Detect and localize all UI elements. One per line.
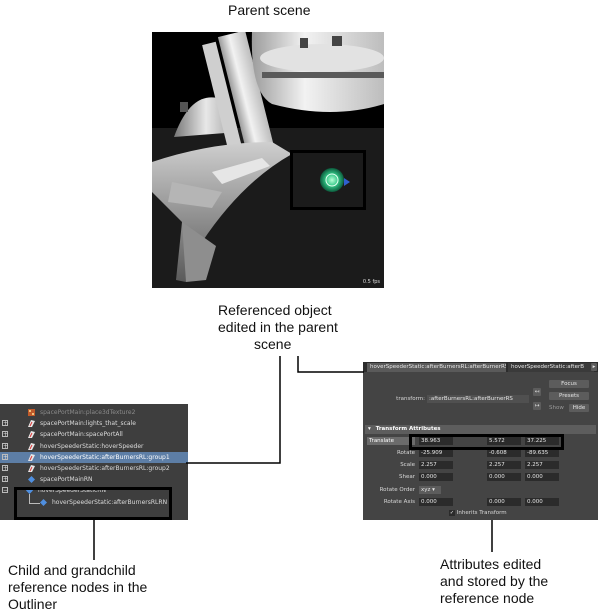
rotate-order-select[interactable]: xyz ▾ [419, 486, 441, 494]
caption-line: reference nodes in the [8, 579, 148, 595]
attr-value-field[interactable]: 37.225 [525, 437, 559, 445]
texture-icon [28, 409, 35, 416]
transform-label: transform: [396, 396, 425, 402]
caption-line: Referenced object [218, 302, 332, 318]
transform-icon [28, 465, 35, 472]
attr-value-field[interactable]: 38.963 [419, 437, 453, 445]
reference-node-icon [28, 476, 35, 484]
attr-row-label: Rotate [396, 450, 415, 456]
inherits-transform-checkbox[interactable]: ✓ Inherits Transform [449, 509, 507, 517]
section-title: Transform Attributes [375, 426, 441, 432]
rotate-axis-z-field[interactable]: 0.000 [525, 498, 559, 506]
inherits-transform-label: Inherits Transform [456, 510, 507, 516]
caption-parent-scene: Parent scene [228, 2, 311, 18]
transform-icon [28, 442, 35, 450]
outliner-row-label: spacePortMain:lights_that_scale [40, 420, 136, 428]
outliner-row-label: spacePortMainRN [40, 476, 93, 484]
outliner-row[interactable]: + spacePortMainRN [0, 474, 188, 485]
scene-viewport[interactable]: 0.5 fps [152, 32, 384, 288]
caption-line: Attributes edited [440, 556, 542, 572]
attribute-tab-bar: hoverSpeederStatic:afterBurnersRL:afterB… [363, 362, 598, 372]
outliner-row[interactable]: spacePortMain:place3dTexture2 [0, 407, 188, 418]
attribute-editor: hoverSpeederStatic:afterBurnersRL:afterB… [363, 362, 598, 520]
caption-line: Child and grandchild [8, 562, 136, 578]
outliner-row-label: spacePortMain:place3dTexture2 [40, 409, 136, 416]
attr-value-field[interactable]: 2.257 [525, 461, 559, 469]
attr-row-label: Shear [399, 474, 415, 480]
hide-button[interactable]: Hide [569, 404, 589, 412]
caption-attributes-edited: Attributes edited and stored by the refe… [440, 556, 548, 607]
outliner-panel: spacePortMain:place3dTexture2 + spacePortM… [0, 404, 188, 520]
go-to-output-icon[interactable]: ↦ [533, 402, 541, 410]
edited-object-highlight [290, 150, 366, 210]
caption-line: Outliner [8, 596, 58, 612]
reference-node-icon [40, 498, 47, 506]
tab-scroll-arrow[interactable]: ▸ [591, 363, 597, 371]
attr-value-field[interactable]: 2.257 [487, 461, 521, 469]
outliner-row-label: hoverSpeederStaticRN [38, 487, 106, 495]
focus-button[interactable]: Focus [549, 380, 589, 388]
hierarchy-connector [29, 494, 40, 505]
attr-value-field[interactable]: 5.572 [487, 437, 521, 445]
expand-toggle-icon[interactable]: − [2, 487, 9, 495]
presets-button[interactable]: Presets [549, 392, 589, 400]
caption-line: edited in the parent [218, 319, 338, 335]
collapse-arrow-icon: ▾ [368, 426, 371, 432]
expand-toggle-icon[interactable]: + [2, 431, 9, 439]
outliner-row[interactable]: hoverSpeederStatic:afterBurnersRLRN [0, 497, 188, 508]
caption-line: scene [254, 336, 292, 352]
show-label[interactable]: Show [549, 405, 564, 411]
checkbox-check-icon: ✓ [449, 510, 455, 516]
outliner-row[interactable]: + hoverSpeederStatic:hoverSpeeder [0, 441, 188, 452]
attr-value-field[interactable]: -25.909 [419, 449, 453, 457]
caption-referenced-object: Referenced object edited in the parent s… [218, 302, 338, 353]
translate-row-highlight [409, 434, 564, 450]
attr-row-label[interactable]: Translate [367, 437, 415, 445]
outliner-row[interactable]: + hoverSpeederStatic:afterBurnersRL:group… [0, 463, 188, 474]
transform-name-field[interactable]: :afterBurnersRL:afterBurnerRS [427, 395, 529, 403]
outliner-row-label: spacePortMain:spacePortAll [40, 431, 123, 439]
outliner-row-label: hoverSpeederStatic:afterBurnersRLRN [52, 498, 168, 506]
rotate-axis-y-field[interactable]: 0.000 [487, 498, 521, 506]
transform-icon [28, 420, 35, 428]
attr-value-field[interactable]: -0.608 [487, 449, 521, 457]
scene-render [152, 32, 384, 288]
attr-row-label: Scale [400, 462, 415, 468]
expand-toggle-icon[interactable]: + [2, 465, 9, 472]
expand-toggle-icon[interactable]: + [2, 420, 9, 428]
tab-hover-speeder[interactable]: hoverSpeederStatic:afterB [508, 363, 594, 372]
expand-toggle-icon[interactable]: + [2, 442, 9, 450]
transform-attributes-section[interactable]: ▾ Transform Attributes [365, 425, 596, 434]
outliner-row[interactable]: + spacePortMain:lights_that_scale [0, 418, 188, 429]
outliner-row-label: hoverSpeederStatic:afterBurnersRL:group1 [40, 453, 170, 461]
rotate-order-label: Rotate Order [379, 487, 415, 493]
attr-value-field[interactable]: 0.000 [419, 473, 453, 481]
fps-readout: 0.5 fps [362, 279, 380, 285]
outliner-row[interactable]: + spacePortMain:spacePortAll [0, 429, 188, 440]
expand-toggle-icon[interactable]: + [2, 453, 9, 461]
caption-line: and stored by the [440, 573, 549, 589]
chevron-down-icon: ▾ [432, 487, 435, 493]
transform-icon [28, 431, 35, 439]
reference-nodes-highlight [14, 487, 172, 520]
outliner-row[interactable]: + hoverSpeederStatic:afterBurnersRL:group… [0, 451, 188, 463]
caption-child-nodes: Child and grandchild reference nodes in … [8, 562, 147, 613]
rotate-order-value: xyz [421, 487, 431, 493]
rotate-axis-x-field[interactable]: 0.000 [419, 498, 453, 506]
attr-value-field[interactable]: 2.257 [419, 461, 453, 469]
outliner-row-label: hoverSpeederStatic:afterBurnersRL:group2 [40, 465, 170, 472]
attr-value-field[interactable]: 0.000 [487, 473, 521, 481]
expand-toggle-icon[interactable]: + [2, 476, 9, 484]
tab-afterburner-rs[interactable]: hoverSpeederStatic:afterBurnersRL:afterB… [367, 363, 506, 372]
attr-value-field[interactable]: -89.635 [525, 449, 559, 457]
rotate-axis-label: Rotate Axis [383, 499, 415, 505]
transform-icon [28, 453, 35, 461]
attr-value-field[interactable]: 0.000 [525, 473, 559, 481]
go-to-input-icon[interactable]: ↤ [533, 388, 541, 396]
caption-line: reference node [440, 590, 535, 606]
outliner-row-label: hoverSpeederStatic:hoverSpeeder [40, 442, 144, 450]
